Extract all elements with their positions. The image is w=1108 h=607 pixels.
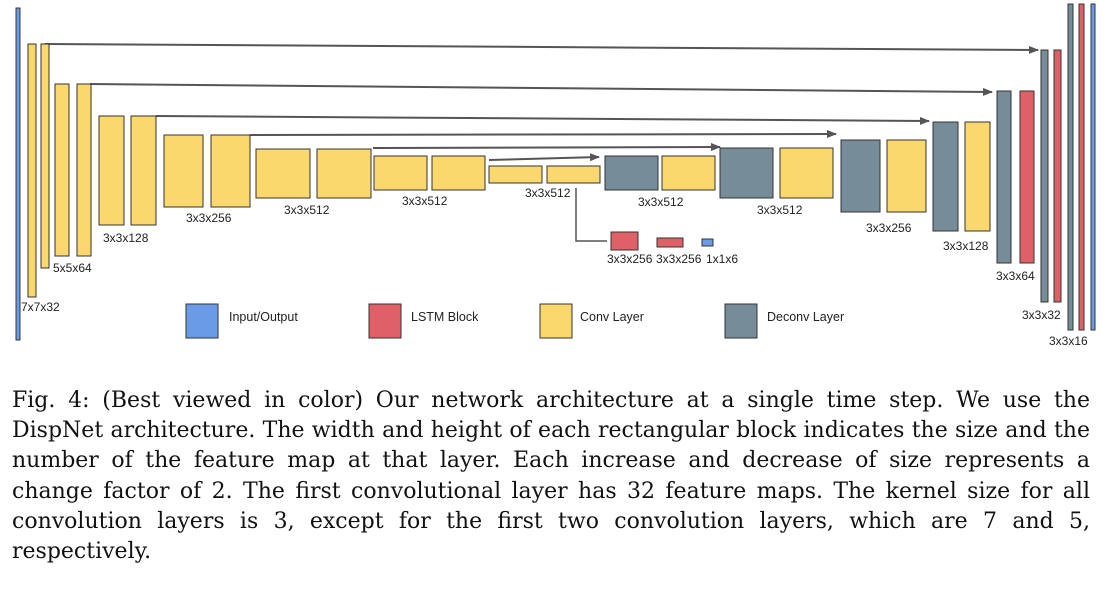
conv-block-5x5x64-b <box>76 83 92 257</box>
label-3x3x512-e: 3x3x512 <box>757 203 803 217</box>
legend-swatch-conv <box>539 303 573 339</box>
label-7x7x32: 7x7x32 <box>21 300 60 314</box>
label-3x3x512-a: 3x3x512 <box>284 203 330 217</box>
deconv-block-3x3x512-d <box>604 155 659 191</box>
label-3x3x256-dec: 3x3x256 <box>866 221 912 235</box>
label-lstm-3x3x256-b: 3x3x256 <box>656 252 702 266</box>
lstm-block-1x1x6 <box>701 238 714 247</box>
label-3x3x128-enc: 3x3x128 <box>103 231 149 245</box>
conv-block-7x7x32-a <box>27 43 37 298</box>
lstm-block-3x3x64 <box>1019 90 1035 264</box>
deconv-block-3x3x128 <box>932 121 959 232</box>
conv-block-3x3x512-b1 <box>373 155 428 191</box>
legend: Input/Output LSTM Block Conv Layer Decon… <box>185 303 844 339</box>
conv-block-3x3x512-a2 <box>316 148 372 199</box>
conv-block-3x3x256-b <box>210 134 251 208</box>
legend-swatch-lstm <box>368 303 402 339</box>
conv-block-3x3x128-b <box>130 115 157 226</box>
skip-arrow-2 <box>89 83 993 96</box>
conv-block-5x5x64-a <box>54 83 70 257</box>
output-block <box>1090 3 1096 331</box>
skip-arrow-1 <box>44 43 1039 54</box>
deconv-block-3x3x256 <box>840 139 881 213</box>
lstm-block-3x3x32 <box>1053 49 1062 303</box>
skip-arrow-3 <box>155 115 930 125</box>
conv-block-3x3x512-e <box>779 147 834 199</box>
input-block <box>15 7 21 341</box>
conv-block-3x3x512-a1 <box>255 148 311 199</box>
legend-label-lstm: LSTM Block <box>411 310 479 324</box>
label-3x3x16: 3x3x16 <box>1049 334 1088 348</box>
conv-block-3x3x512-c1 <box>488 165 543 184</box>
label-3x3x32: 3x3x32 <box>1022 308 1061 322</box>
label-3x3x256-enc: 3x3x256 <box>186 211 232 225</box>
skip-arrow-6 <box>488 153 600 162</box>
label-3x3x128-dec: 3x3x128 <box>943 239 989 253</box>
label-3x3x512-d: 3x3x512 <box>638 195 684 209</box>
skip-arrow-4 <box>249 130 837 139</box>
label-3x3x512-c: 3x3x512 <box>525 186 571 200</box>
conv-block-3x3x512-b2 <box>431 155 486 191</box>
legend-swatch-io <box>185 303 219 339</box>
conv-block-3x3x256-dec <box>886 139 927 213</box>
deconv-block-3x3x16 <box>1067 3 1074 331</box>
conv-block-7x7x32-b <box>40 43 50 269</box>
label-5x5x64: 5x5x64 <box>53 261 92 275</box>
conv-block-3x3x512-c2 <box>546 165 601 184</box>
skip-connections <box>44 43 1039 242</box>
encoder <box>15 7 601 341</box>
legend-label-conv: Conv Layer <box>580 310 644 324</box>
skip-arrow-5 <box>372 143 721 152</box>
conv-block-3x3x256-a <box>163 134 204 208</box>
conv-block-3x3x128-dec <box>964 121 991 232</box>
label-lstm-1x1x6: 1x1x6 <box>706 252 738 266</box>
legend-label-io: Input/Output <box>229 310 298 324</box>
legend-swatch-deconv <box>724 303 758 339</box>
lstm-branch-line <box>575 188 607 242</box>
architecture-diagram: 7x7x32 5x5x64 3x3x128 3x3x256 3x3x512 3x… <box>15 3 1096 348</box>
deconv-block-3x3x512-e <box>719 147 774 199</box>
decoder <box>604 3 1096 331</box>
conv-block-3x3x128-a <box>98 115 125 226</box>
lstm-branch <box>610 231 714 251</box>
conv-block-3x3x512-d <box>661 155 716 191</box>
label-3x3x64: 3x3x64 <box>996 269 1035 283</box>
figure-caption: Fig. 4: (Best viewed in color) Our netwo… <box>12 388 1090 565</box>
deconv-block-3x3x32 <box>1040 49 1049 303</box>
lstm-block-3x3x16 <box>1078 3 1085 331</box>
legend-label-deconv: Deconv Layer <box>767 310 844 324</box>
label-3x3x512-b: 3x3x512 <box>402 194 448 208</box>
lstm-block-3x3x256-a <box>610 231 639 251</box>
label-lstm-3x3x256-a: 3x3x256 <box>607 252 653 266</box>
lstm-block-3x3x256-b <box>656 237 684 248</box>
deconv-block-3x3x64 <box>996 90 1012 264</box>
layer-labels: 7x7x32 5x5x64 3x3x128 3x3x256 3x3x512 3x… <box>21 186 1088 348</box>
